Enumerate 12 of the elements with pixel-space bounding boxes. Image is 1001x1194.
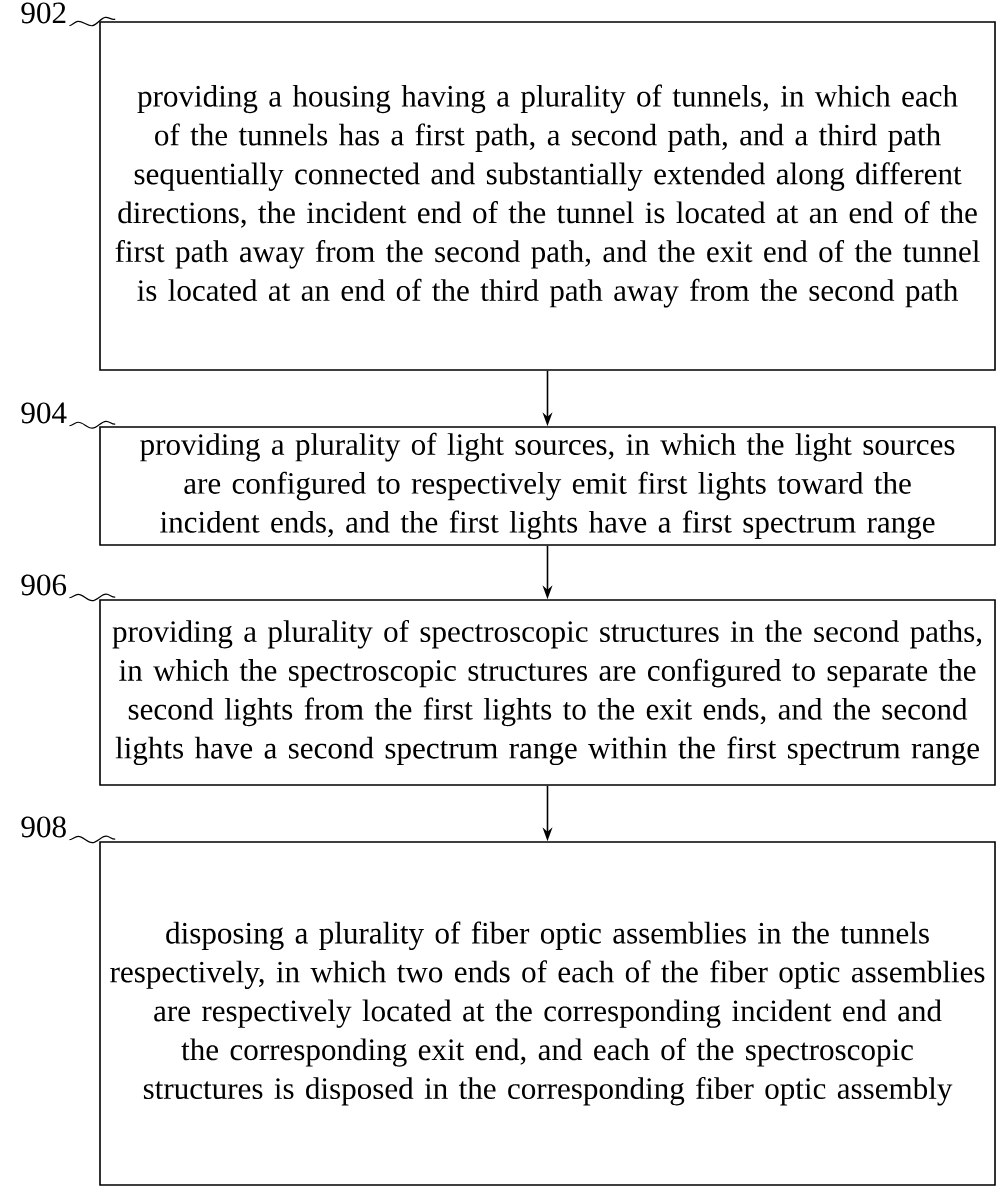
step-number: 904 bbox=[21, 402, 67, 424]
step-number: 906 bbox=[21, 574, 67, 596]
leader-line bbox=[68, 593, 116, 602]
leader-line bbox=[68, 835, 116, 844]
step-number: 908 bbox=[21, 816, 66, 838]
step-number: 902 bbox=[21, 2, 66, 24]
leader-line bbox=[68, 16, 116, 27]
process-box: providing a plurality of spectroscopic structures in the second paths, in which the spectroscopic structures are configured to separate the second lights from the first lights to the exit ends, and the second lights have a second spectrum range within the first spectrum range bbox=[99, 599, 996, 786]
process-box: providing a housing having a plurality of tunnels, in which each of the tunnels has a first path, a second path, and a third path sequentially connected and substantially extended along different directions, the incident end of the tunnel is located at an end of the first path away from the second path, and the exit end of the tunnel is located at an end of the third path away from the second path bbox=[99, 21, 996, 371]
leader-line bbox=[68, 420, 116, 429]
process-box: disposing a plurality of fiber optic assemblies in the tunnels respectively, in which two ends of each of the fiber optic assemblies are respectively located at the corresponding incident end and the corresponding exit end, and each of the spectroscopic structures is disposed in the corresponding fiber optic assembly bbox=[99, 841, 996, 1186]
process-box: providing a plurality of light sources, in which the light sources are configured to respectively emit first lights toward the incident ends, and the first lights have a first spectrum range bbox=[99, 426, 996, 546]
